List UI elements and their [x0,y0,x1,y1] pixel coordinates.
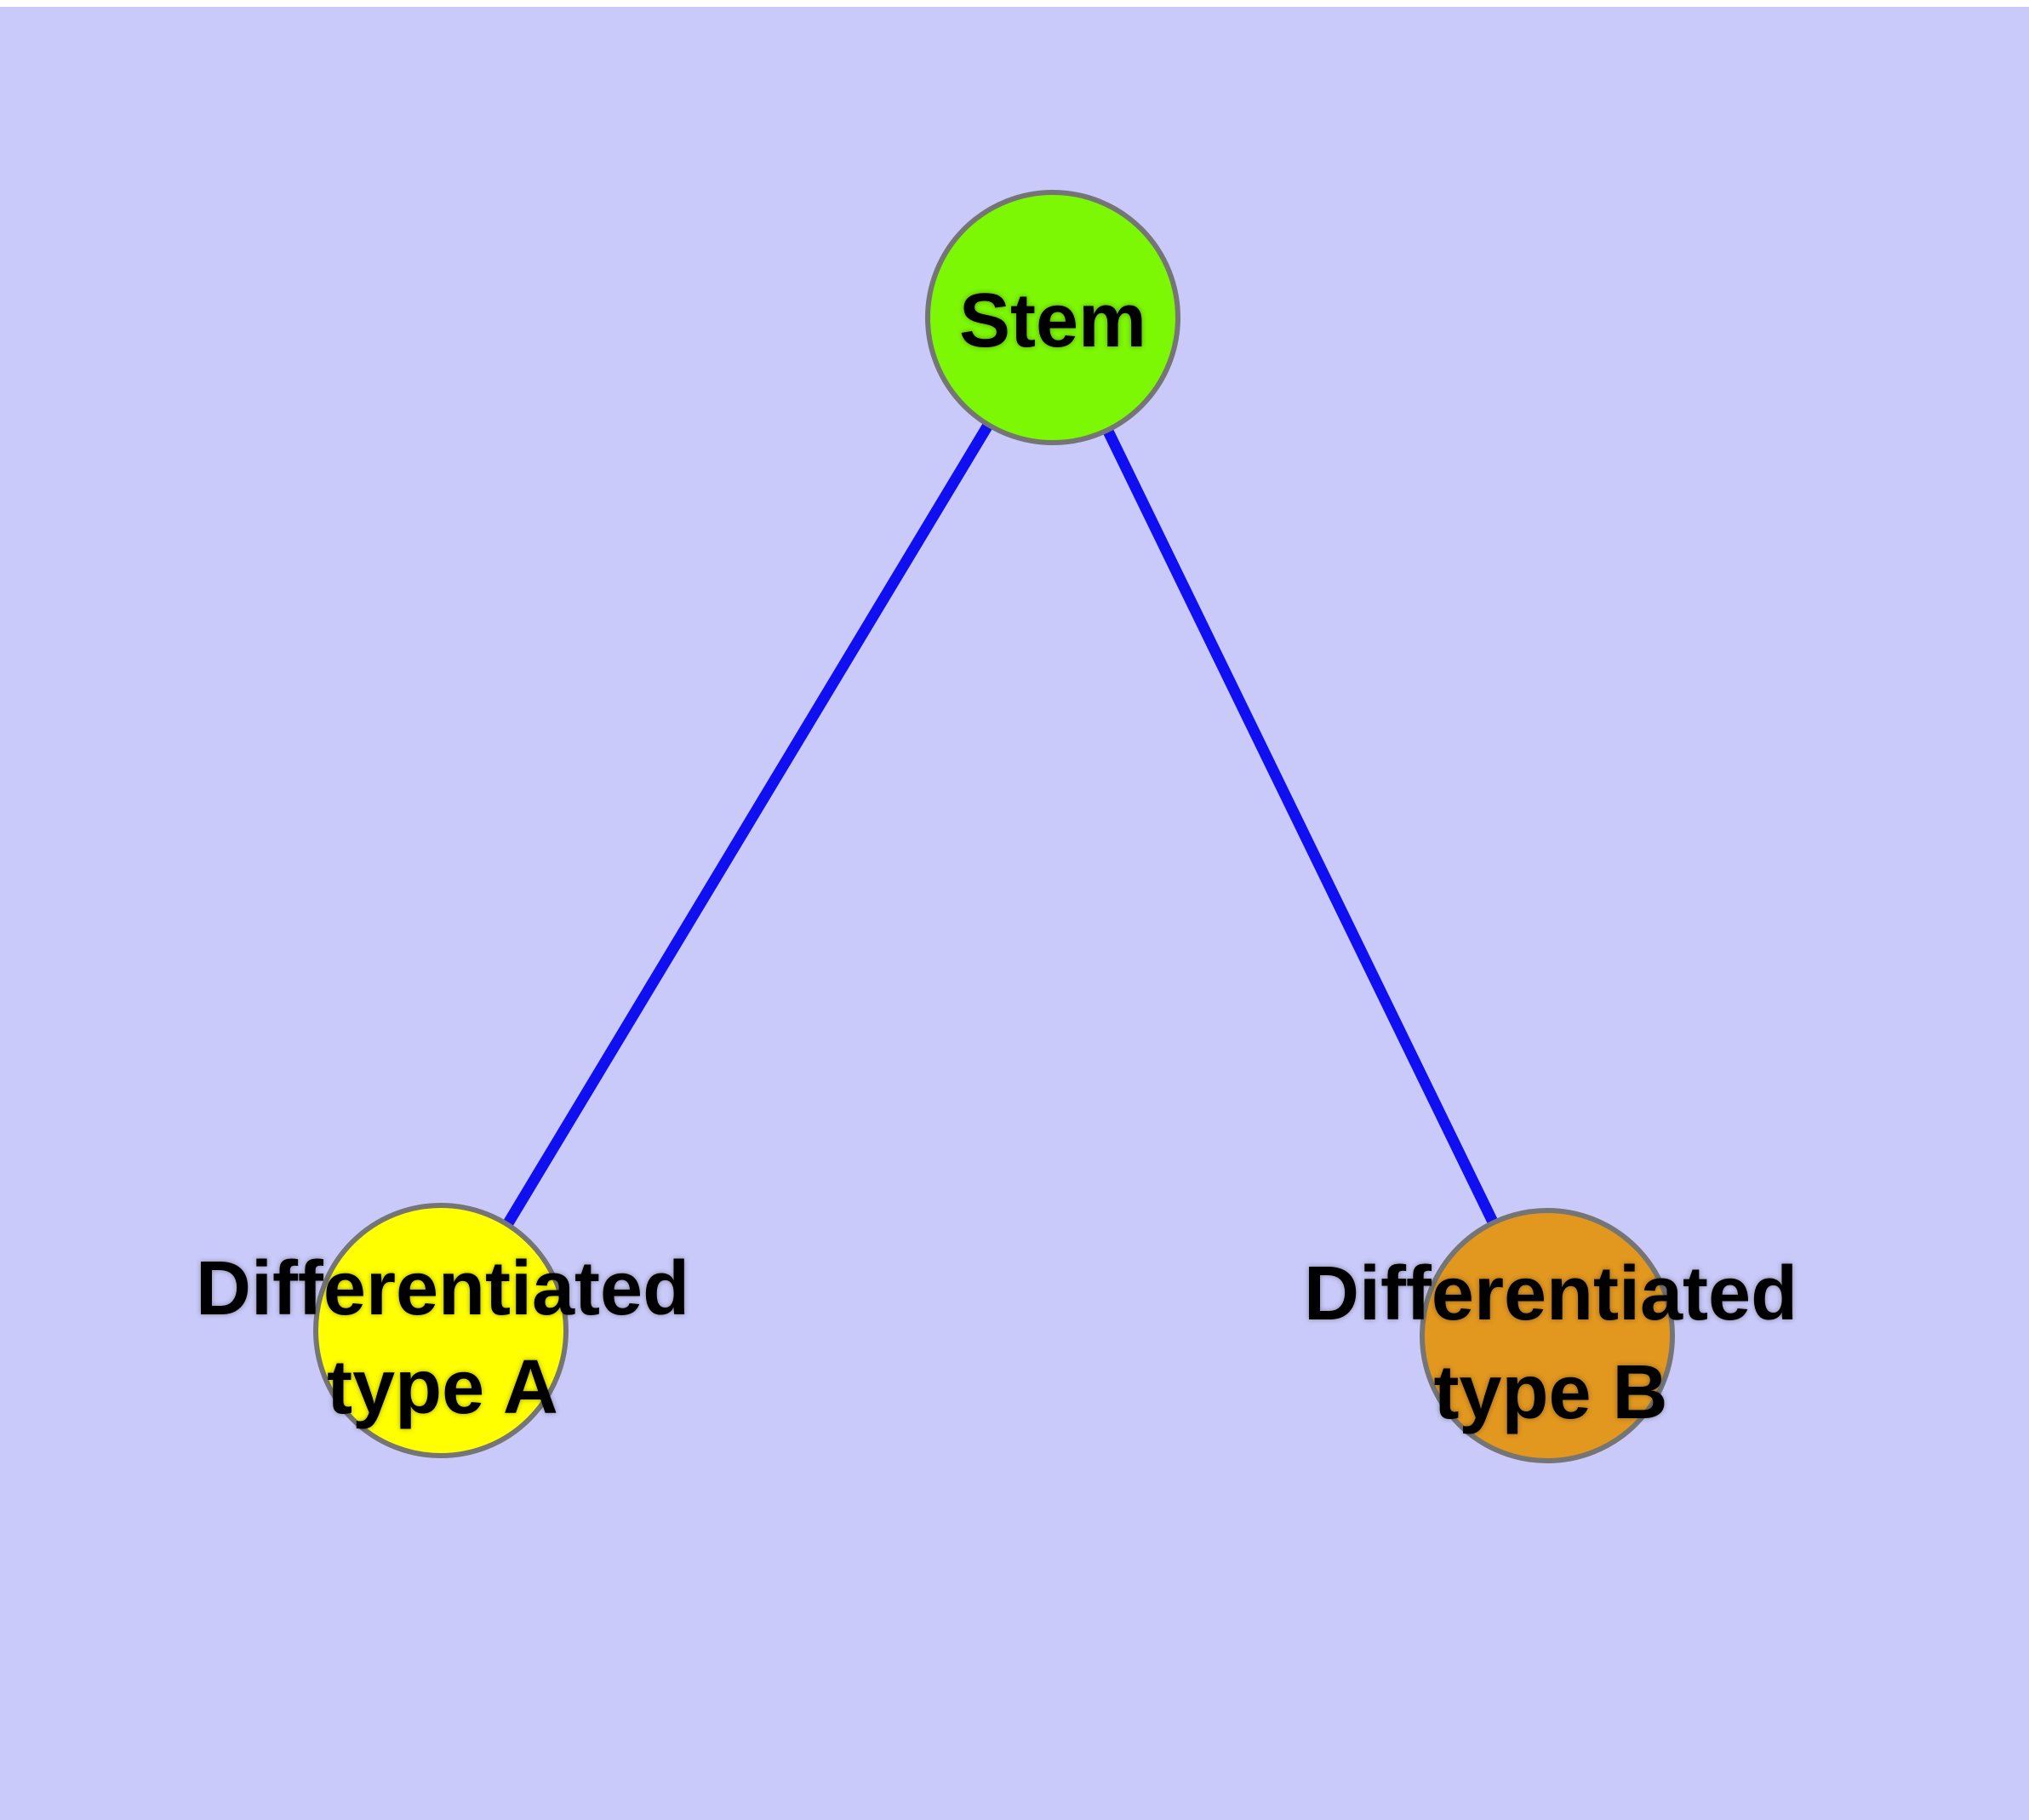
top-margin-strip [0,0,2029,7]
node-differentiated-type-a-label: Differentiated type A [196,1239,689,1437]
node-differentiated-type-b-circle [1420,1208,1675,1463]
node-stem-label: Stem [959,272,1146,370]
edge-stem-to-type-a [437,314,1058,1336]
node-differentiated-type-a-circle [313,1203,569,1458]
node-type-b-label-line2: type B [1433,1350,1668,1435]
node-stem-circle [925,190,1180,445]
node-type-a-label-line2: type A [327,1345,558,1430]
node-type-a-label-line1: Differentiated [195,1246,690,1331]
node-type-b-label-line1: Differentiated [1303,1251,1798,1336]
edge-stem-to-type-b [1048,315,1554,1340]
node-differentiated-type-b-label: Differentiated type B [1304,1245,1798,1442]
node-stem-label-text: Stem [958,278,1147,363]
